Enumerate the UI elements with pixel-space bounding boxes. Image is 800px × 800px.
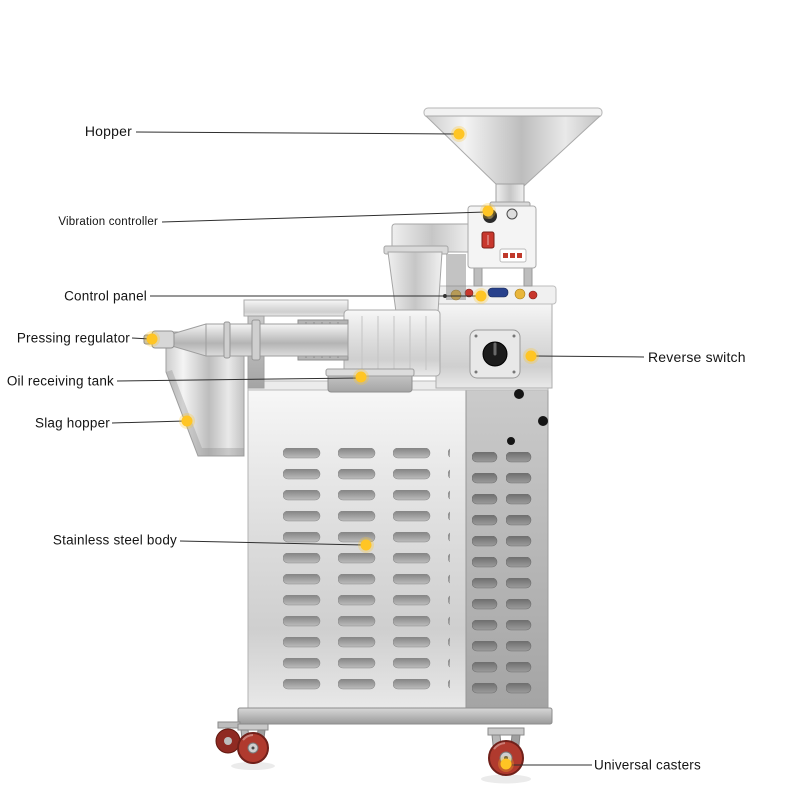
machine-head — [431, 285, 557, 389]
machine-base — [237, 707, 553, 725]
marker-dot-reverse-switch — [523, 348, 539, 364]
label-slag-hopper-text: Slag hopper — [34, 415, 110, 431]
label-reverse-switch: Reverse switch — [648, 349, 746, 365]
hopper-funnel — [423, 107, 603, 209]
marker-dot-slag-hopper — [179, 413, 195, 429]
caster-front-right — [487, 727, 525, 776]
label-control-panel-text: Control panel — [64, 288, 147, 304]
marker-dot-pressing-regulator — [144, 331, 160, 347]
label-hopper-text: Hopper — [84, 123, 132, 139]
marker-dots — [144, 126, 539, 772]
label-stainless-steel-body-text: Stainless steel body — [52, 532, 177, 548]
bolt-holes — [507, 389, 548, 445]
oil-receiving-tank — [325, 368, 415, 393]
marker-dot-vibration-controller — [480, 203, 496, 219]
label-slag-hopper: Slag hopper — [35, 416, 110, 431]
louver-grid-side — [472, 452, 534, 698]
marker-dot-stainless-steel-body — [358, 537, 374, 553]
label-oil-receiving-tank-text: Oil receiving tank — [6, 373, 114, 389]
label-vibration-controller: Vibration controller — [58, 216, 158, 228]
marker-dot-hopper — [451, 126, 467, 142]
label-vibration-controller-text: Vibration controller — [58, 216, 158, 228]
leader-lines — [111, 131, 645, 766]
marker-dot-control-panel — [473, 288, 489, 304]
louver-grid-front — [283, 448, 450, 698]
label-pressing-regulator: Pressing regulator — [17, 331, 130, 346]
label-universal-casters: Universal casters — [594, 758, 701, 773]
control-panel-buttons — [443, 287, 538, 301]
label-control-panel: Control panel — [64, 289, 147, 304]
label-hopper: Hopper — [85, 123, 132, 139]
feed-duct — [383, 223, 473, 313]
label-reverse-switch-text: Reverse switch — [648, 349, 746, 365]
label-pressing-regulator-text: Pressing regulator — [16, 330, 130, 346]
marker-dot-oil-receiving-tank — [353, 369, 369, 385]
label-oil-receiving-tank: Oil receiving tank — [7, 374, 114, 389]
caster-front-left — [237, 723, 269, 764]
floor-shadows — [231, 762, 531, 784]
reverse-switch — [469, 329, 521, 379]
label-stainless-steel-body: Stainless steel body — [53, 533, 177, 548]
label-universal-casters-text: Universal casters — [594, 757, 701, 773]
marker-dot-universal-casters — [498, 756, 514, 772]
caster-rear-left — [215, 721, 241, 754]
vibration-controller-box — [467, 205, 537, 287]
